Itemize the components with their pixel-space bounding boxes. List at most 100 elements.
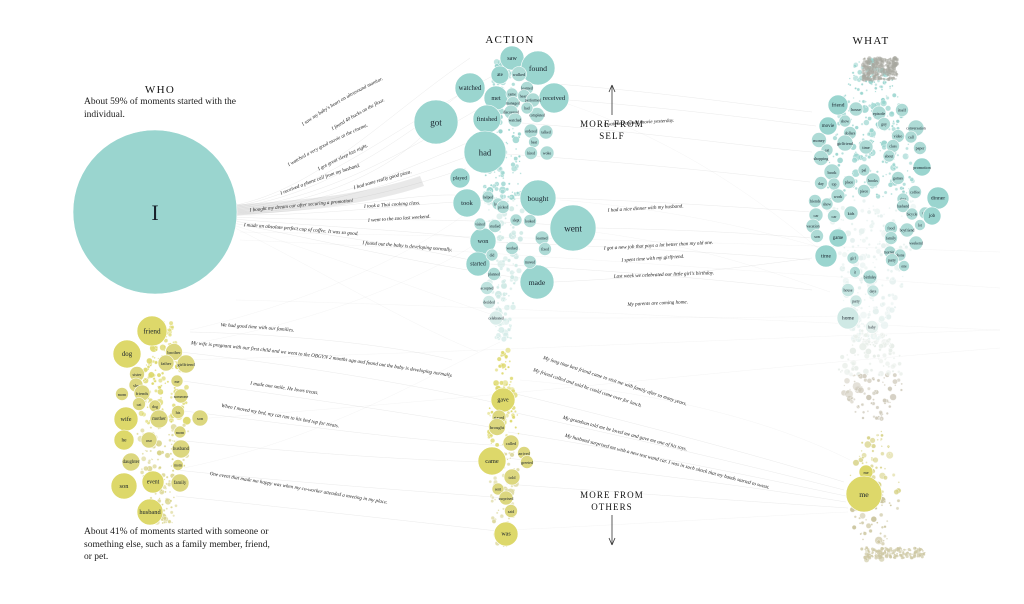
minor-bubble [888, 67, 890, 69]
minor-bubble [489, 480, 492, 483]
minor-bubble [506, 336, 508, 338]
minor-bubble [882, 353, 886, 357]
minor-bubble [892, 93, 896, 97]
sentence-labels-others-left: We had good time with our families. My w… [190, 322, 453, 506]
minor-bubble [509, 360, 511, 362]
minor-bubble [880, 549, 883, 552]
minor-bubble [508, 295, 510, 297]
sentence: I went to the zoo last weekend. [367, 214, 431, 224]
minor-bubble [881, 504, 883, 506]
minor-bubble [868, 316, 870, 318]
action-self-label: helped [483, 195, 493, 199]
minor-bubble [887, 549, 890, 552]
direction-label-others: MORE FROM OTHERS [562, 489, 662, 513]
action-self-label: got [430, 117, 442, 127]
minor-bubble [843, 300, 845, 302]
minor-bubble [860, 239, 862, 241]
minor-bubble [867, 410, 869, 412]
minor-bubble [873, 334, 875, 336]
minor-bubble [863, 72, 865, 74]
minor-bubble [881, 526, 884, 529]
minor-bubble [882, 196, 884, 198]
minor-bubble [877, 354, 880, 357]
minor-bubble [148, 372, 154, 378]
action-self-label: looked [525, 219, 535, 223]
minor-bubble [884, 384, 886, 386]
what-self-label: friends [810, 199, 821, 203]
minor-bubble [858, 517, 860, 519]
minor-bubble [907, 170, 909, 172]
what-self-label: family [886, 236, 896, 240]
action-self-label: received [543, 95, 566, 102]
minor-bubble [164, 491, 166, 493]
minor-bubble [494, 171, 496, 173]
minor-bubble [897, 96, 899, 98]
minor-bubble [871, 547, 874, 550]
more-from-others-arrow [609, 515, 615, 545]
minor-bubble [864, 266, 868, 270]
minor-bubble [883, 365, 885, 367]
minor-bubble [863, 392, 866, 395]
who-others-label: someone [174, 394, 189, 399]
what-self-label: book [828, 170, 838, 175]
minor-bubble [495, 187, 499, 191]
minor-bubble [503, 323, 505, 325]
minor-bubble [498, 129, 503, 134]
minor-bubble [142, 453, 144, 455]
minor-bubble [862, 411, 865, 414]
minor-bubble [852, 173, 854, 175]
minor-bubble [158, 378, 162, 382]
minor-bubble [870, 369, 873, 372]
what-self-label: work [834, 194, 843, 199]
minor-bubble [842, 266, 845, 269]
minor-bubble [905, 147, 908, 150]
action-self-label: fixed [541, 247, 549, 251]
minor-bubble [512, 416, 516, 420]
who-others-label: family [174, 481, 187, 486]
who-others-label: he [121, 437, 127, 443]
minor-bubble [150, 364, 152, 366]
minor-bubble [515, 148, 517, 150]
annotation-who-self: About 59% of moments started with the in… [84, 96, 264, 121]
minor-bubble [850, 400, 854, 404]
minor-bubble [877, 379, 880, 382]
minor-bubble [874, 213, 876, 215]
minor-bubble [880, 85, 883, 88]
svg-text:I made one smile. He loves tre: I made one smile. He loves treats. [249, 380, 319, 396]
minor-bubble [852, 72, 855, 75]
sentence-labels-self-right: I watched a good movie yesterday. I had … [603, 118, 714, 308]
minor-bubble [883, 377, 885, 379]
minor-bubble [496, 213, 502, 219]
minor-bubble [171, 443, 173, 445]
minor-bubble [509, 420, 512, 423]
minor-bubble [886, 310, 888, 312]
minor-bubble [514, 410, 516, 412]
what-self-label: bicycle [907, 212, 918, 216]
minor-bubble [492, 519, 496, 523]
minor-bubble [872, 205, 874, 207]
minor-bubble [907, 551, 909, 553]
minor-bubble [890, 270, 893, 273]
minor-bubble [852, 195, 854, 197]
minor-bubble [518, 155, 521, 158]
minor-bubble [171, 465, 173, 467]
minor-bubble [868, 208, 870, 210]
minor-bubble [889, 554, 892, 557]
action-self-label: had [479, 147, 492, 157]
minor-bubble [496, 294, 501, 299]
minor-bubble [867, 553, 870, 556]
minor-bubble [514, 426, 516, 428]
minor-bubble [875, 416, 879, 420]
who-others-label: mom [174, 463, 182, 467]
minor-bubble [866, 247, 868, 249]
action-others-label: greeted [521, 460, 533, 465]
minor-bubble [891, 85, 893, 87]
minor-bubble [875, 70, 878, 73]
minor-bubble [860, 307, 863, 310]
minor-bubble [861, 329, 864, 332]
minor-bubble [861, 83, 863, 85]
minor-bubble [165, 453, 170, 458]
minor-bubble [853, 97, 855, 99]
sentence: I made one smile. He loves treats. [249, 380, 319, 396]
minor-bubble [504, 355, 508, 359]
